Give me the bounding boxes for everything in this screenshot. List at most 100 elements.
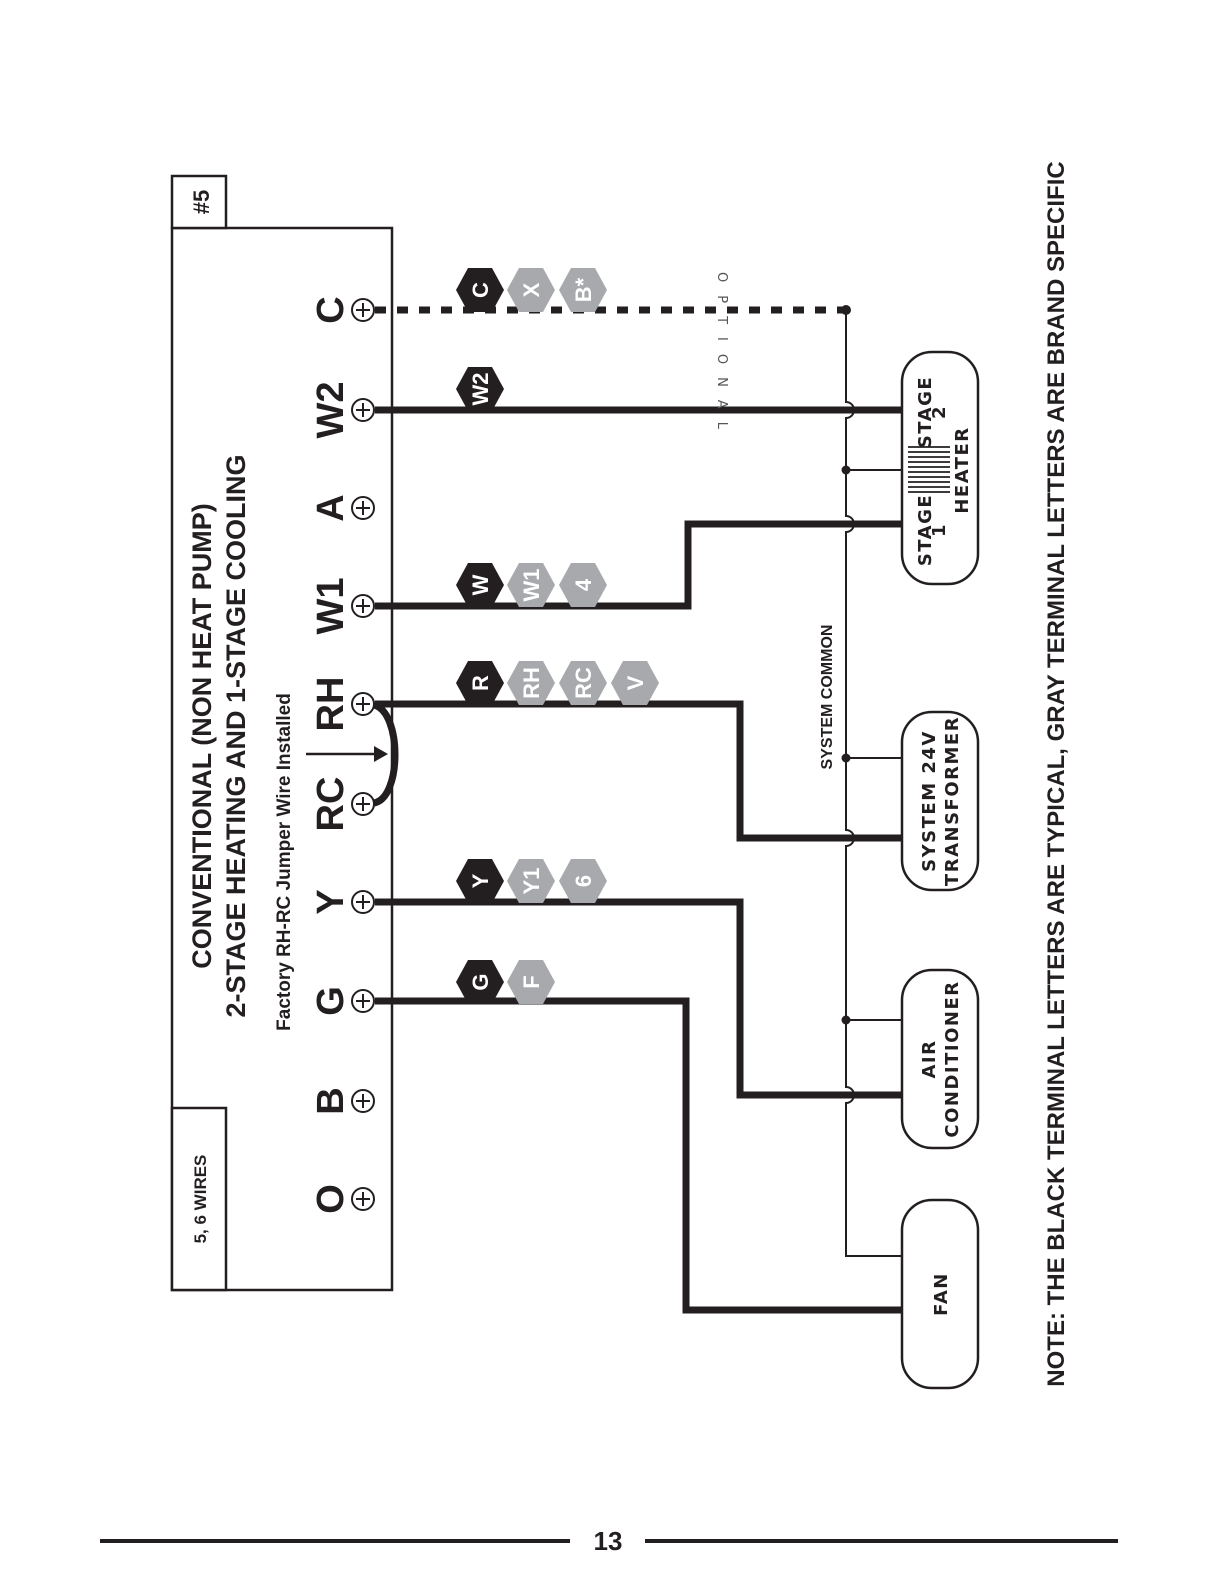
screw-icon [351, 1187, 375, 1211]
tag-black-W2: W2 [456, 367, 504, 411]
transformer-line1: SYSTEM 24V [919, 730, 940, 872]
svg-text:F: F [519, 975, 544, 988]
title-line2: 2-STAGE HEATING AND 1-STAGE COOLING [221, 454, 251, 1017]
terminal-B: B [310, 1087, 375, 1115]
tag-gray-Bstar: B* [559, 268, 607, 312]
heater-name: HEATER [952, 426, 973, 513]
terminal-label-O: O [310, 1184, 352, 1214]
svg-text:W1: W1 [519, 569, 544, 602]
svg-text:Y: Y [468, 873, 493, 888]
wire-junction-dot [841, 753, 851, 763]
tag-gray-Y1: Y1 [507, 859, 555, 903]
svg-text:B*: B* [571, 277, 596, 302]
terminal-W1: W1 [310, 578, 375, 635]
air-conditioner-box: AIR CONDITIONER [900, 968, 980, 1150]
transformer-box: SYSTEM 24V TRANSFORMER [900, 710, 980, 892]
terminal-label-C: C [310, 296, 352, 323]
svg-text:4: 4 [571, 578, 596, 591]
wire-Y [375, 898, 902, 1099]
tag-black-R: R [456, 661, 504, 705]
screw-icon [351, 890, 375, 914]
tag-row-C: C X B* [456, 268, 607, 312]
heater-stage1-num: 1 [929, 523, 950, 537]
svg-text:C: C [468, 282, 493, 298]
system-common-bus [845, 310, 902, 1257]
screw-icon [351, 792, 375, 816]
screw-icon [351, 594, 375, 618]
svg-text:G: G [468, 973, 493, 990]
tag-row-G: G F [456, 960, 555, 1004]
tag-row-W1: W W1 4 [456, 563, 607, 607]
terminal-label-W2: W2 [310, 382, 352, 439]
terminal-RC: RC [310, 777, 375, 832]
transformer-line2: TRANSFORMER [942, 716, 963, 886]
title-line1: CONVENTIONAL (NON HEAT PUMP) [187, 503, 217, 969]
tag-row-RH: R RH RC V [456, 661, 659, 705]
wire-W1 [375, 520, 902, 610]
heater-stage2-num: 2 [929, 405, 950, 419]
fan-label: FAN [931, 1272, 952, 1316]
screw-icon [351, 398, 375, 422]
svg-text:RC: RC [571, 667, 596, 699]
tag-gray-4: 4 [559, 563, 607, 607]
tag-row-Y: Y Y1 6 [456, 859, 607, 903]
screw-icon [351, 692, 375, 716]
wire-junction-dot [841, 465, 851, 475]
jumper-label: Factory RH-RC Jumper Wire Installed [274, 693, 295, 1031]
terminal-G: G [310, 986, 375, 1016]
terminal-label-A: A [310, 494, 352, 521]
svg-text:V: V [623, 675, 648, 690]
wire-junction-dot [841, 1015, 851, 1025]
wires-count-tab [170, 1106, 228, 1292]
fan-box: FAN [900, 1198, 980, 1390]
terminal-label-B: B [310, 1087, 352, 1114]
heater-box: STAGE 2 STAGE 1 HEATER [900, 350, 980, 586]
page-number: 13 [594, 1526, 623, 1556]
diagram-number: #5 [189, 190, 214, 214]
ac-line1: AIR [919, 1040, 940, 1079]
terminal-label-W1: W1 [310, 578, 352, 635]
terminal-A: A [310, 494, 375, 522]
wire-RH [375, 700, 902, 842]
svg-text:6: 6 [571, 875, 596, 887]
terminal-O: O [310, 1184, 375, 1214]
jumper-arrow [306, 746, 388, 762]
heater-stage1-label: STAGE [915, 494, 936, 566]
svg-text:Y1: Y1 [519, 868, 544, 895]
terminal-RH: RH [310, 677, 375, 732]
tag-gray-F: F [507, 960, 555, 1004]
svg-text:W: W [468, 574, 493, 595]
wires-count-label: 5, 6 WIRES [191, 1155, 210, 1244]
tag-gray-W1: W1 [507, 563, 555, 607]
tag-gray-X: X [507, 268, 555, 312]
heating-element-icon [908, 446, 950, 493]
diagram-number-tab [170, 174, 228, 230]
optional-label: OPTIONAL [714, 272, 729, 442]
tag-gray-V: V [611, 661, 659, 705]
terminal-label-RH: RH [310, 677, 352, 732]
tag-black-W: W [456, 563, 504, 607]
tag-gray-RH: RH [507, 661, 555, 705]
screw-icon [351, 496, 375, 520]
brand-note: NOTE: THE BLACK TERMINAL LETTERS ARE TYP… [1043, 161, 1070, 1386]
tag-black-G: G [456, 960, 504, 1004]
terminal-Y: Y [310, 889, 375, 915]
tag-black-Y: Y [456, 859, 504, 903]
svg-text:X: X [519, 282, 544, 297]
terminal-C: C [310, 296, 375, 324]
svg-text:R: R [468, 675, 493, 691]
tag-black-C: C [456, 268, 504, 312]
wire-G [375, 997, 902, 1314]
screw-icon [351, 1089, 375, 1113]
tag-gray-6: 6 [559, 859, 607, 903]
tag-gray-RC: RC [559, 661, 607, 705]
screw-icon [351, 989, 375, 1013]
ac-line2: CONDITIONER [942, 980, 963, 1137]
heater-stage2-label: STAGE [915, 376, 936, 448]
terminal-W2: W2 [310, 382, 375, 439]
terminal-label-RC: RC [310, 777, 352, 832]
system-common-label: SYSTEM COMMON [819, 625, 836, 770]
svg-text:W2: W2 [468, 373, 493, 406]
jumper-wire [372, 701, 399, 807]
